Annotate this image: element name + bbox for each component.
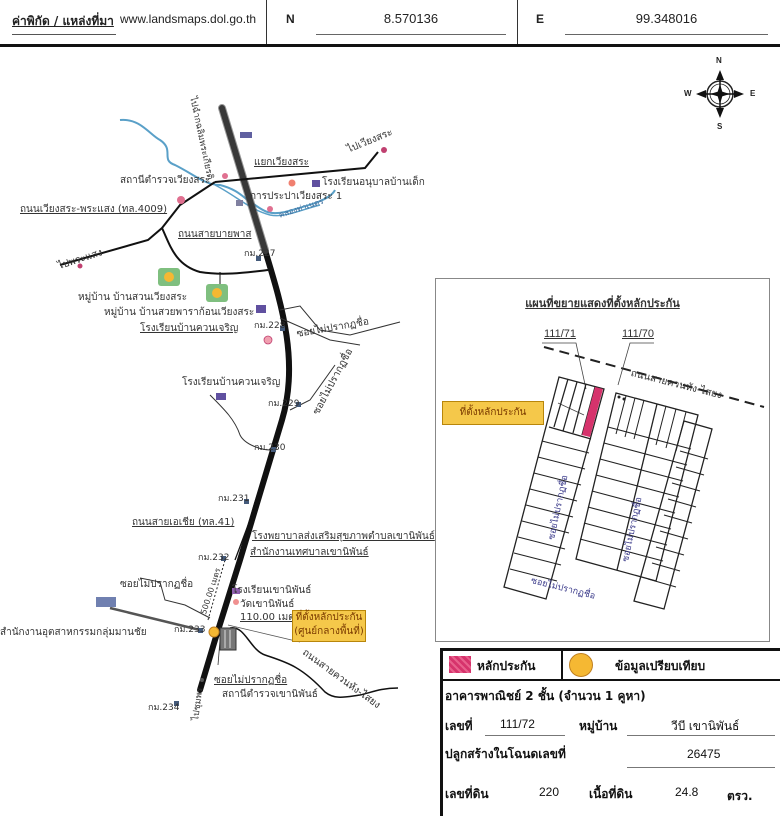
km-marker-232: กม.232 [198, 553, 230, 563]
label-distance-110: 110.00 เมตร [240, 612, 301, 623]
compass-east: E [750, 89, 756, 98]
area-label: เนื้อที่ดิน [589, 787, 633, 801]
longitude-value: 99.348016 [635, 11, 698, 26]
divider [517, 0, 518, 44]
collateral-box-line-2: (ศูนย์กลางพื้นที่) [294, 626, 364, 637]
label-road-bypass: ถนนสายบายพาส [178, 229, 252, 240]
underline [627, 767, 775, 768]
label-municipality: สำนักงานเทศบาลเขานิพันธ์ [250, 547, 369, 558]
deed-value: 26475 [687, 747, 721, 761]
label-village-1: หมู่บ้าน บ้านสวนเวียงสระ [78, 292, 188, 303]
km-marker-234: กม.234 [148, 703, 180, 713]
house-no-label: เลขที่ [445, 719, 473, 733]
latitude-key: N [286, 12, 295, 26]
coordinates-header: ค่าพิกัด / แหล่งที่มา www.landsmaps.dol.… [0, 0, 780, 47]
legend-info-panel: หลักประกัน ข้อมูลเปรียบเทียบ อาคารพาณิชย… [440, 648, 780, 816]
km-marker-227: กม.227 [244, 249, 276, 259]
inset-collateral-label: ที่ตั้งหลักประกัน [442, 401, 544, 425]
label-waterworks: การประปาเวียงสระ 1 [250, 191, 343, 202]
km-marker-230: กม.230 [254, 443, 286, 453]
legend-collateral: หลักประกัน [477, 659, 536, 673]
source-url: www.landsmaps.dol.go.th [120, 12, 257, 26]
comparable-circle-icon [569, 653, 593, 677]
collateral-swatch-icon [449, 656, 471, 673]
label-yaek-wiangsa: แยกเวียงสระ [254, 157, 309, 168]
collateral-location-box: ที่ตั้งหลักประกัน (ศูนย์กลางพื้นที่) [292, 610, 366, 642]
label-soi-unnamed-3: ซอยไม่ปรากฏชื่อ [120, 579, 194, 590]
longitude-key: E [536, 12, 545, 26]
compass-rose-icon: N S W E [680, 56, 760, 132]
label-school-khao-niphan: โรงเรียนเขานิพันธ์ [232, 585, 312, 596]
land-no-label: เลขที่ดิน [445, 787, 489, 801]
inset-detail-map: แผนที่ขยายแสดงที่ตั้งหลักประกัน [435, 278, 770, 642]
label-school-khuan-charoen-2: โรงเรียนบ้านควนเจริญ [182, 377, 281, 388]
area-value: 24.8 [675, 785, 699, 799]
label-soi-unnamed-4: ซอยไม่ปรากฏชื่อ [214, 675, 288, 686]
plot-layout [503, 342, 765, 610]
km-marker-228: กม.228 [254, 321, 286, 331]
lot-111-71: 111/71 [544, 328, 577, 340]
divider [561, 648, 563, 679]
underline [485, 735, 565, 736]
compass-north: N [716, 56, 722, 65]
label-village-2: หมู่บ้าน บ้านสวยพาราก้อนเวียงสระ [104, 307, 255, 318]
source-label: ค่าพิกัด / แหล่งที่มา [12, 14, 114, 28]
underline [565, 34, 768, 35]
underline [316, 34, 506, 35]
label-road-4009: ถนนเวียงสระ-พระแสง (ทล.4009) [20, 204, 168, 215]
underline [627, 735, 775, 736]
label-hospital: โรงพยาบาลส่งเสริมสุขภาพตำบลเขานิพันธ์ [252, 531, 435, 542]
label-road-41: ถนนสายเอเชีย (ทล.41) [132, 517, 235, 528]
legend-row: หลักประกัน ข้อมูลเปรียบเทียบ [443, 648, 780, 681]
label-police-khao-niphan: สถานีตำรวจเขานิพันธ์ [222, 689, 318, 700]
underline [12, 34, 116, 35]
compass-west: W [684, 89, 692, 98]
label-industrial-office: สำนักงานอุตสาหกรรมกลุ่มมานชัย [0, 627, 147, 638]
latitude-value: 8.570136 [383, 11, 439, 26]
building-type: อาคารพาณิชย์ 2 ชั้น (จำนวน 1 คูหา) [445, 689, 646, 703]
lot-111-70: 111/70 [622, 328, 655, 340]
inset-title: แผนที่ขยายแสดงที่ตั้งหลักประกัน [525, 297, 680, 310]
village-label: หมู่บ้าน [579, 719, 618, 733]
km-marker-233: กม.233 [174, 625, 206, 635]
legend-comparable: ข้อมูลเปรียบเทียบ [615, 659, 706, 673]
km-marker-231: กม.231 [218, 494, 250, 504]
divider [266, 0, 267, 44]
label-school-ban-dek: โรงเรียนอนุบาลบ้านเด็ก [322, 177, 425, 188]
compass-south: S [717, 122, 723, 131]
km-marker-229: กม.229 [268, 399, 300, 409]
location-map [59, 104, 401, 706]
collateral-box-line-1: ที่ตั้งหลักประกัน [295, 612, 363, 623]
label-school-khuan-charoen-1: โรงเรียนบ้านควนเจริญ [140, 323, 239, 334]
deed-label: ปลูกสร้างในโฉนดเลขที่ [445, 747, 566, 761]
village-value: วีบี เขานิพันธ์ [671, 719, 740, 733]
land-no-value: 220 [539, 785, 560, 799]
label-wat-khao-niphan: วัดเขานิพันธ์ [240, 599, 295, 610]
label-police-wiangsa: สถานีตำรวจเวียงสระ [120, 175, 211, 186]
house-no-value: 111/72 [500, 717, 535, 731]
area-unit: ตรว. [727, 789, 753, 803]
